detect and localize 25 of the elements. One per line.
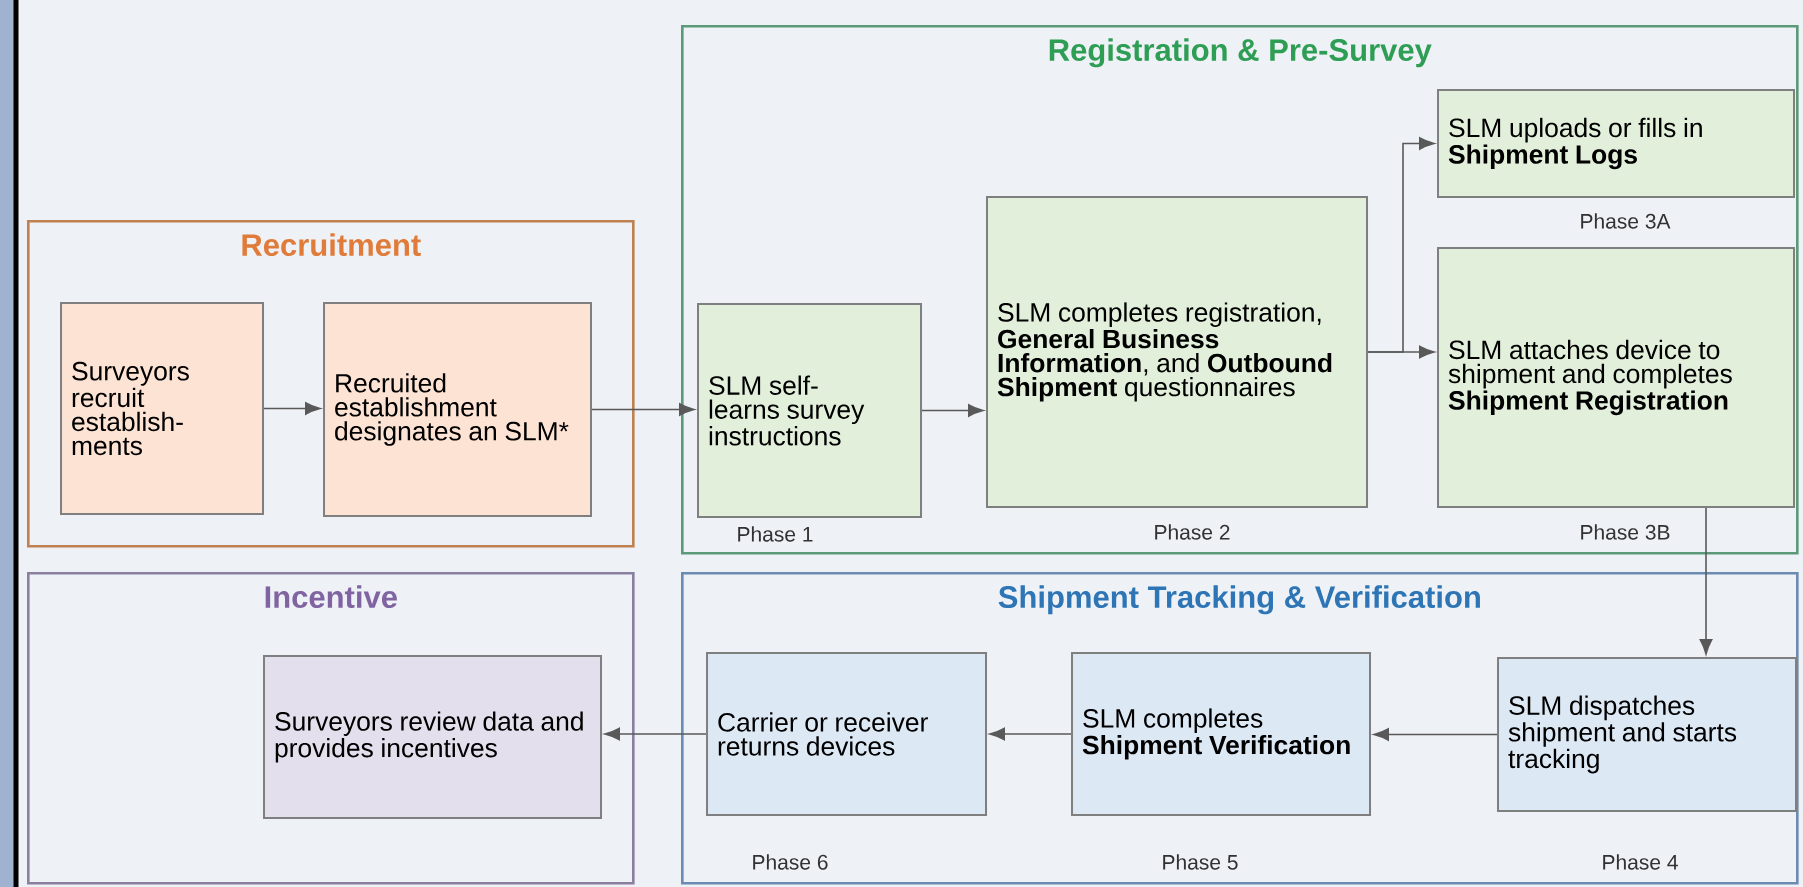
phase-label: Phase 3A <box>1581 213 1671 229</box>
process-box: SLM completes Shipment Verification <box>1071 652 1371 816</box>
process-box: SLM uploads or fills in Shipment Logs <box>1437 89 1795 198</box>
arrow <box>921 404 984 417</box>
process-box: Surveyors review data and provides incentives <box>263 655 602 819</box>
phase-label: Phase 3B <box>1581 524 1670 540</box>
process-box: Surveyors recruit establish-ments <box>60 302 264 515</box>
phase-label: Phase 6 <box>753 854 828 870</box>
process-box: Carrier or receiver returns devices <box>706 652 987 816</box>
process-box: Recruited establishment designates an SLM* <box>323 302 592 517</box>
arrow <box>263 402 321 415</box>
phase-label: Phase 2 <box>1155 524 1230 540</box>
arrow <box>1373 728 1498 741</box>
process-box: SLM attaches device to shipment and completes Shipment Registration <box>1437 247 1795 508</box>
phase-label: Phase 1 <box>738 526 813 542</box>
phase-label: Phase 5 <box>1163 854 1238 870</box>
arrow <box>1699 507 1713 655</box>
process-box: SLM self-learns survey instructions <box>697 303 922 518</box>
process-box: SLM dispatches shipment and starts tracking <box>1497 657 1797 812</box>
arrow <box>989 727 1072 741</box>
arrow <box>591 403 695 416</box>
arrow <box>1367 345 1435 359</box>
phase-label: Phase 4 <box>1603 854 1678 870</box>
arrow <box>604 727 707 741</box>
process-box: SLM completes registration, General Business Information, and Outbound Shipment questionnaires <box>986 196 1368 508</box>
